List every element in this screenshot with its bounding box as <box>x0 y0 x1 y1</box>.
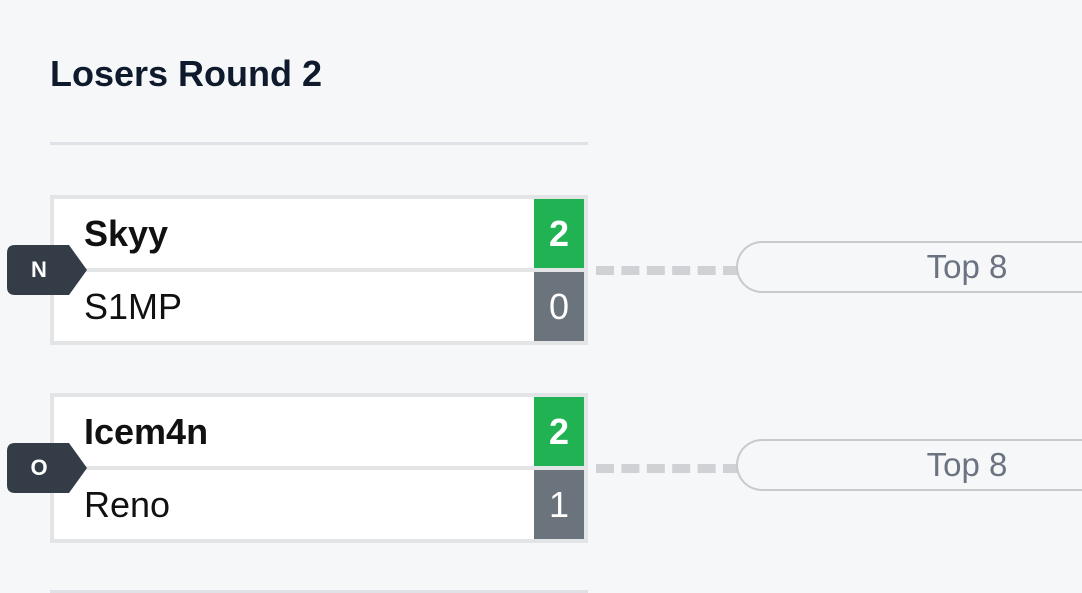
round-title: Losers Round 2 <box>50 53 323 94</box>
match-card[interactable]: Top 8 Icem4n 2 Reno 1 O <box>7 393 1082 543</box>
match-id-badge: O <box>7 443 87 493</box>
match-id-label: O <box>30 455 48 480</box>
player-score: 2 <box>534 397 584 466</box>
next-round-pill[interactable]: Top 8 <box>736 241 1082 293</box>
header-divider <box>50 142 588 145</box>
player-name: Icem4n <box>84 410 209 452</box>
player-score: 2 <box>534 199 584 268</box>
match-connector <box>596 266 741 275</box>
player-slot-winner[interactable]: Icem4n 2 <box>54 397 584 466</box>
match-connector <box>596 464 741 473</box>
player-slot-loser[interactable]: S1MP 0 <box>54 272 584 341</box>
player-name: S1MP <box>84 285 183 327</box>
match-box[interactable]: Skyy 2 S1MP 0 <box>50 195 588 345</box>
footer-divider <box>50 590 588 593</box>
player-score: 1 <box>534 470 584 539</box>
player-name: Reno <box>84 483 171 525</box>
match-id-badge: N <box>7 245 87 295</box>
match-id-badge-shape <box>7 443 87 493</box>
player-slot-winner[interactable]: Skyy 2 <box>54 199 584 268</box>
player-score: 0 <box>534 272 584 341</box>
next-round-pill[interactable]: Top 8 <box>736 439 1082 491</box>
match-id-badge-shape <box>7 245 87 295</box>
match-card[interactable]: Top 8 Skyy 2 S1MP 0 N <box>7 195 1082 345</box>
player-slot-loser[interactable]: Reno 1 <box>54 470 584 539</box>
player-name: Skyy <box>84 212 169 254</box>
match-box[interactable]: Icem4n 2 Reno 1 <box>50 393 588 543</box>
match-id-label: N <box>31 257 47 282</box>
